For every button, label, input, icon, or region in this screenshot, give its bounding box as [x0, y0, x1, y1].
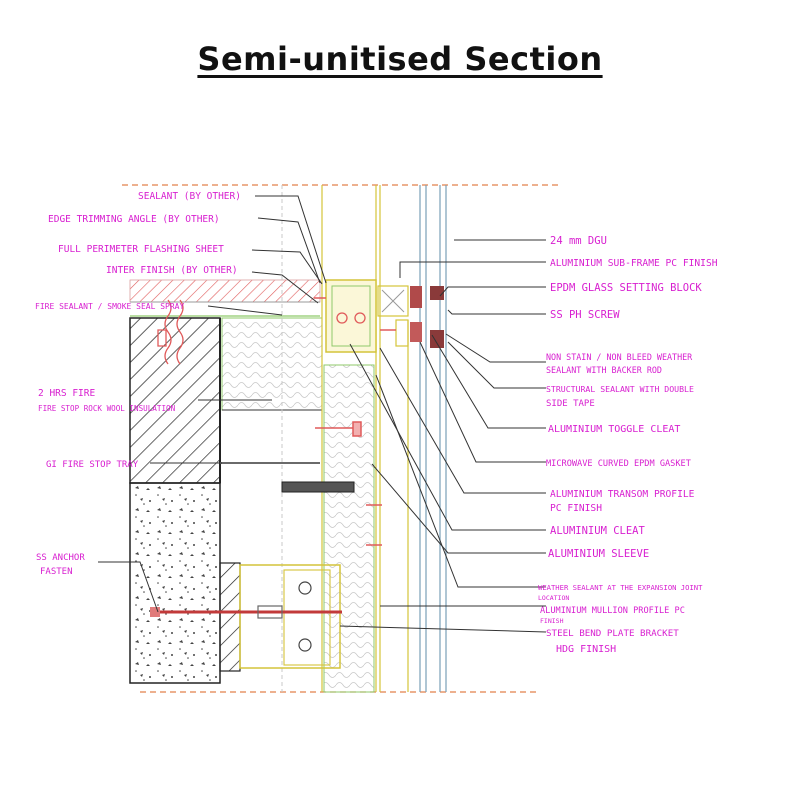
label-bend-plate-1: STEEL BEND PLATE BRACKET — [546, 628, 679, 639]
label-ss-ph-screw: SS PH SCREW — [550, 309, 620, 321]
label-aluminium-sleeve: ALUMINIUM SLEEVE — [548, 548, 649, 560]
label-dgu: 24 mm DGU — [550, 235, 607, 247]
label-aluminium-sub-frame: ALUMINIUM SUB-FRAME PC FINISH — [550, 258, 718, 269]
label-weather-sealant-2: SEALANT WITH BACKER ROD — [546, 365, 662, 375]
sub-frame-gaskets — [395, 286, 444, 348]
glass-dgu — [419, 185, 447, 692]
aluminium-cleat — [281, 481, 355, 493]
label-sealant-by-other: SEALANT (BY OTHER) — [138, 191, 241, 202]
label-weather-sealant-1: NON STAIN / NON BLEED WEATHER — [546, 352, 693, 362]
label-transom-profile-2: PC FINISH — [550, 503, 602, 514]
label-epdm-setting-block: EPDM GLASS SETTING BLOCK — [550, 282, 702, 294]
fire-sealant-plugs — [157, 299, 184, 365]
ss-anchor — [150, 607, 240, 617]
label-gi-fire-stop: GI FIRE STOP TRAY — [46, 460, 139, 470]
label-ss-anchor-1: SS ANCHOR — [36, 553, 85, 563]
label-structural-sealant-1: STRUCTURAL SEALANT WITH DOUBLE — [546, 384, 694, 394]
label-edge-trimming-angle: EDGE TRIMMING ANGLE (BY OTHER) — [48, 214, 220, 225]
transom-profile — [325, 279, 409, 353]
label-mullion-profile-1: ALUMINIUM MULLION PROFILE PC — [540, 606, 685, 616]
label-fire-sealant: FIRE SEALANT / SMOKE SEAL SPRAY — [35, 302, 184, 311]
label-aluminium-cleat: ALUMINIUM CLEAT — [550, 525, 646, 537]
bend-plate-bracket — [239, 564, 342, 669]
label-microwave-gasket: MICROWAVE CURVED EPDM GASKET — [546, 459, 691, 469]
label-transom-profile-1: ALUMINIUM TRANSOM PROFILE — [550, 489, 695, 500]
label-ss-anchor-2: FASTEN — [40, 567, 73, 577]
spandrel-insulation — [323, 364, 375, 693]
fire-insulation — [221, 317, 323, 411]
label-fire-insulation-2: FIRE STOP ROCK WOOL INSULATION — [38, 404, 176, 413]
label-expansion-sealant-1: WEATHER SEALANT AT THE EXPANSION JOINT — [538, 583, 703, 592]
fixing-screws — [314, 297, 396, 546]
label-full-perimeter-flashing: FULL PERIMETER FLASHING SHEET — [58, 244, 224, 255]
label-inter-finish: INTER FINISH (BY OTHER) — [106, 265, 238, 276]
label-fire-insulation-1: 2 HRS FIRE — [38, 388, 95, 399]
leader-lines — [98, 195, 547, 633]
top-sealant-band — [129, 279, 321, 317]
page-title: Semi-unitised Section — [197, 40, 603, 78]
label-mullion-profile-2: FINISH — [540, 617, 564, 625]
label-bend-plate-2: HDG FINISH — [556, 644, 616, 655]
concrete-slab — [129, 482, 241, 684]
label-toggle-cleat: ALUMINIUM TOGGLE CLEAT — [548, 424, 680, 435]
label-expansion-sealant-2: LOCATION — [538, 594, 569, 602]
label-structural-sealant-2: SIDE TAPE — [546, 399, 595, 409]
